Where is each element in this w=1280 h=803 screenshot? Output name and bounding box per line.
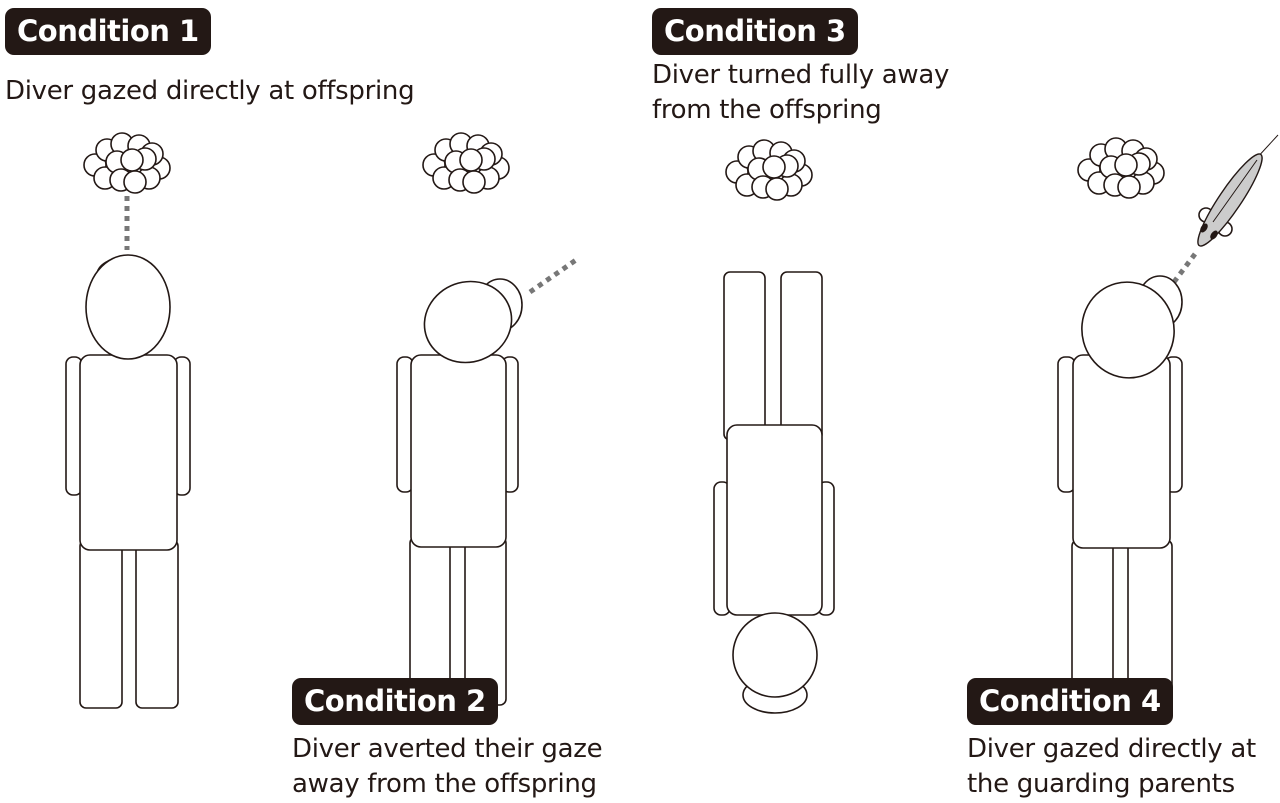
guarding-parent-fish [1197, 134, 1279, 247]
offspring-eggs-3 [725, 139, 813, 201]
offspring-eggs-4 [1077, 137, 1165, 199]
condition-4-description: Diver gazed directly at the guarding par… [967, 732, 1256, 802]
condition-1-description: Diver gazed directly at offspring [5, 74, 415, 109]
condition-2-description: Diver averted their gaze away from the o… [292, 732, 603, 802]
diver-figure-4 [1057, 134, 1279, 706]
description-line: Diver turned fully away [652, 60, 950, 90]
condition-4-label: Condition 4 [967, 678, 1173, 725]
description-line: Diver averted their gaze [292, 734, 603, 764]
description-line: Diver gazed directly at offspring [5, 76, 415, 106]
condition-3-label: Condition 3 [652, 8, 858, 55]
gaze-line-4 [1166, 248, 1200, 292]
description-line: the guarding parents [967, 769, 1235, 799]
head [423, 280, 513, 364]
diver-figure-2 [396, 132, 578, 706]
head [1081, 281, 1175, 379]
head [85, 254, 171, 360]
description-line: Diver gazed directly at [967, 734, 1256, 764]
condition-3-description: Diver turned fully away from the offspri… [652, 58, 949, 128]
condition-2-label: Condition 2 [292, 678, 498, 725]
offspring-eggs-1 [83, 132, 171, 194]
diver-figure-1 [65, 132, 191, 709]
offspring-eggs-2 [422, 132, 510, 194]
description-line: from the offspring [652, 95, 882, 125]
description-line: away from the offspring [292, 769, 597, 799]
condition-1-label: Condition 1 [5, 8, 211, 55]
diver-figure-3 [713, 139, 835, 714]
head [732, 612, 818, 698]
gaze-line-2 [528, 257, 578, 295]
